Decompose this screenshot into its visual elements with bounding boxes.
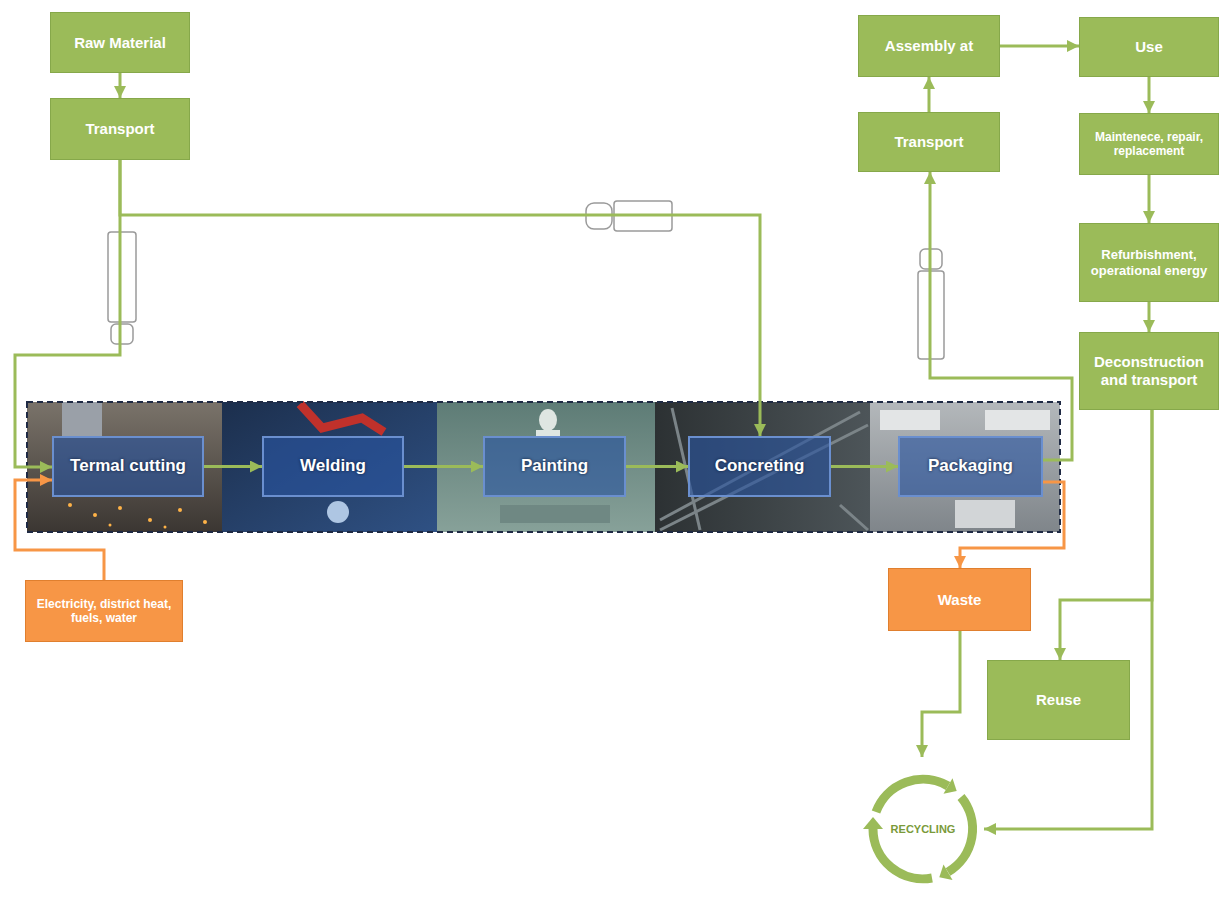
box-label: Raw Material (74, 34, 166, 52)
box-label: Welding (300, 456, 366, 476)
process-box: Reuse (987, 660, 1130, 740)
process-step: Packaging (898, 436, 1043, 497)
thermal-cutting-photo (27, 402, 222, 532)
photo (27, 402, 222, 532)
box-label: Reuse (1036, 691, 1081, 709)
process-step: Welding (262, 436, 404, 497)
machine (62, 402, 102, 438)
flow-arrow (1148, 77, 1151, 113)
box-label: Refurbishment, operational energy (1088, 247, 1210, 278)
flow-arrow (928, 77, 931, 112)
flow-arrow (119, 73, 122, 98)
box-label: Packaging (928, 456, 1013, 476)
box-label: Deconstruction and transport (1088, 353, 1210, 389)
process-step: Painting (483, 436, 626, 497)
photo (870, 402, 1060, 532)
box-label: Assembly at (885, 37, 973, 55)
flow-arrow (204, 465, 262, 468)
package (880, 410, 940, 430)
process-box: Transport (858, 112, 1000, 172)
package (985, 410, 1050, 430)
process-step: Concreting (688, 436, 831, 497)
process-box: Raw Material (50, 12, 190, 73)
box-label: Painting (521, 456, 588, 476)
box-label: Maintenece, repair, replacement (1088, 130, 1210, 159)
box-label: Concreting (715, 456, 805, 476)
workpiece (500, 505, 610, 523)
weld-light (327, 501, 349, 523)
flow-arrow (1148, 175, 1151, 223)
box-label: RECYCLING (891, 823, 956, 836)
process-step: Termal cutting (52, 436, 204, 497)
output-box: Waste (888, 568, 1031, 631)
flow-arrow (1000, 45, 1079, 48)
flow-arrow (922, 631, 960, 757)
flow-arrow (930, 172, 1072, 460)
box-label: Electricity, district heat, fuels, water (34, 597, 174, 626)
flow-arrow (15, 160, 120, 467)
flow-arrow (404, 465, 483, 468)
package (955, 500, 1015, 528)
process-band (27, 402, 1060, 532)
cycle-arrow (876, 778, 957, 812)
flow-arrow (1148, 302, 1151, 332)
flow-arrow (831, 465, 898, 468)
process-box: Transport (50, 98, 190, 160)
process-box: Maintenece, repair, replacement (1079, 113, 1219, 175)
process-box: Refurbishment, operational energy (1079, 223, 1219, 302)
truck-icon (108, 232, 136, 344)
recycling-symbol: RECYCLING (862, 757, 984, 902)
robot-arm (300, 404, 384, 432)
flow-arrow (1060, 410, 1152, 660)
box-label: Transport (85, 120, 154, 138)
flow-arrow (120, 160, 760, 436)
box-label: Waste (938, 591, 982, 609)
input-box: Electricity, district heat, fuels, water (25, 580, 183, 642)
packaging-photo (870, 402, 1060, 532)
process-box: Use (1079, 17, 1219, 77)
process-box: Deconstruction and transport (1079, 332, 1219, 410)
box-label: Termal cutting (70, 456, 186, 476)
box-label: Transport (894, 133, 963, 151)
painter (539, 409, 557, 431)
flow-arrow (626, 465, 688, 468)
rebar (660, 408, 868, 530)
cycle-arrow (939, 797, 972, 880)
sparks (68, 503, 207, 529)
process-box: Assembly at (858, 15, 1000, 77)
box-label: Use (1135, 38, 1163, 56)
